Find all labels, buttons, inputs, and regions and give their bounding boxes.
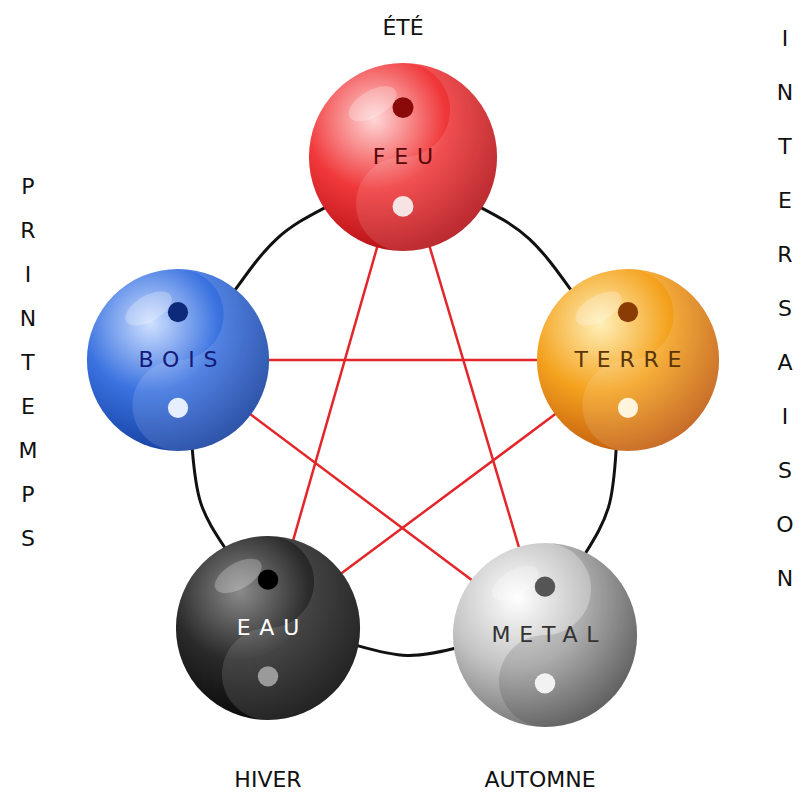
sphere-body [176, 536, 360, 720]
yin-yang-dot [168, 398, 188, 418]
generation-arc [358, 646, 454, 656]
season-label: PRINTEMPS [18, 165, 37, 561]
sphere-highlight [570, 284, 627, 332]
element-name: METAL [483, 622, 608, 648]
sphere-highlight [486, 559, 544, 608]
sphere-body [537, 269, 719, 451]
season-label: INTERSAISON [775, 12, 794, 606]
sphere-body [87, 269, 269, 451]
control-line [293, 247, 377, 539]
sphere-body [453, 543, 637, 727]
generation-arc [192, 450, 224, 547]
yin-yang-dot [535, 673, 555, 693]
element-text-group: TERRE [566, 347, 691, 373]
yin-yang-dot [168, 302, 188, 322]
earth-sphere: TERRE [536, 268, 720, 452]
sphere-highlight [120, 284, 177, 332]
yin-yang-dot [618, 398, 638, 418]
water-sphere: EAU [175, 535, 361, 721]
sphere-body [309, 63, 497, 251]
yin-yang-dot [618, 302, 638, 322]
element-text-group: EAU [228, 615, 308, 641]
yin-yang-dot [535, 576, 555, 596]
control-line [269, 359, 537, 362]
generation-arc [235, 208, 324, 289]
control-line [430, 247, 519, 547]
metal-sphere: METAL [452, 542, 638, 728]
generation-arc [586, 450, 616, 552]
season-label: HIVER [234, 767, 301, 793]
yin-yang-dot [393, 196, 414, 217]
sphere-highlight [209, 552, 267, 601]
season-label: AUTOMNE [484, 767, 595, 793]
yin-yang-dot [258, 569, 278, 589]
wood-sphere: BOIS [86, 268, 270, 452]
element-text-group: BOIS [130, 347, 226, 373]
element-name: FEU [364, 144, 442, 170]
sphere-highlight [343, 79, 402, 129]
element-name: TERRE [566, 347, 691, 373]
yin-yang-dot [258, 666, 278, 686]
yin-yang-dot [393, 97, 414, 118]
season-label: ÉTÉ [382, 15, 423, 41]
fire-sphere: FEU [308, 62, 498, 252]
element-text-group: FEU [364, 144, 442, 170]
element-name: BOIS [130, 347, 226, 373]
generation-arc [482, 208, 571, 289]
element-name: EAU [228, 615, 308, 641]
element-text-group: METAL [483, 622, 608, 648]
